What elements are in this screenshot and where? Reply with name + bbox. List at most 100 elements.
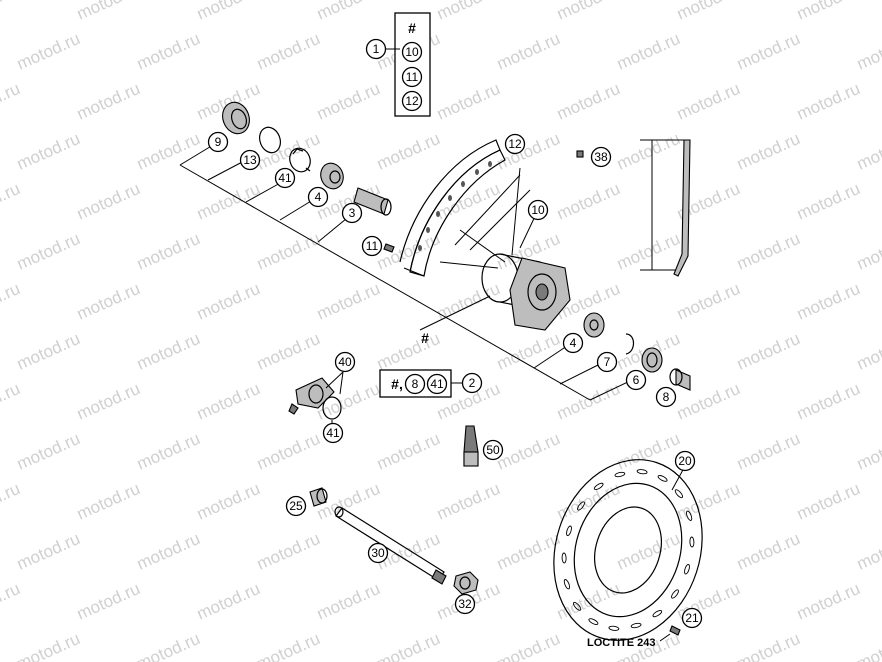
part-hub: [481, 253, 571, 331]
callout-part-13-number: 13: [243, 153, 257, 167]
hub-kit-hash-label: #: [421, 330, 429, 346]
part-bearing-4-right: [583, 312, 605, 338]
watermark-text: motod.ru: [734, 429, 803, 474]
disc-slot: [563, 579, 570, 590]
callout-kit2-item-41-number: 41: [430, 377, 444, 391]
disc-slot: [614, 471, 626, 478]
callout-kit-item-12-number: 12: [405, 94, 419, 108]
watermark-text: motod.ru: [194, 379, 263, 424]
watermark-text: motod.ru: [14, 229, 83, 274]
callout-part-12: 12: [504, 133, 526, 155]
watermark-text: motod.ru: [554, 179, 623, 224]
callout-part-20: 20: [674, 450, 696, 472]
watermark-text: motod.ru: [794, 79, 863, 124]
watermark-text: motod.ru: [614, 529, 683, 574]
callout-part-4: 4: [307, 186, 329, 208]
watermark-text: motod.ru: [134, 329, 203, 374]
part-disc-bolt-21: [669, 625, 681, 636]
callout-part-25-number: 25: [289, 499, 303, 513]
watermark-text: motod.ru: [494, 529, 563, 574]
watermark-text: motod.ru: [614, 429, 683, 474]
watermark-text: motod.ru: [14, 329, 83, 374]
callout-part-50-number: 50: [486, 443, 500, 457]
watermark-text: motod.ru: [14, 629, 83, 662]
watermark-text: motod.ru: [854, 329, 882, 374]
watermark-text: motod.ru: [194, 579, 263, 624]
watermark-text: motod.ru: [854, 229, 882, 274]
part-brake-disc-20: [553, 459, 703, 641]
watermark-text: motod.ru: [494, 629, 563, 662]
watermark-text: motod.ru: [254, 429, 323, 474]
watermark-text: motod.ru: [254, 129, 323, 174]
watermark-text: motod.ru: [434, 0, 503, 24]
watermark-text: motod.ru: [194, 0, 263, 24]
part-nipple-11: [383, 243, 395, 253]
part-axle-30: [334, 506, 447, 585]
part-seal-9: [222, 101, 250, 135]
watermark-text: motod.ru: [554, 0, 623, 24]
disc-slot: [674, 489, 684, 499]
disc-slot: [561, 552, 567, 564]
disc-slot: [566, 525, 572, 537]
part-axle-nut-32: [453, 571, 479, 595]
watermark-text: motod.ru: [254, 29, 323, 74]
watermark-text: motod.ru: [794, 479, 863, 524]
watermark-text: motod.ru: [854, 29, 882, 74]
callout-part-20-number: 20: [678, 454, 692, 468]
part-ring-41-lower: [322, 396, 342, 420]
watermark-text: motod.ru: [134, 629, 203, 662]
callout-part-8: 8: [655, 386, 677, 408]
callout-part-11: 11: [361, 235, 383, 257]
watermark-text: motod.ru: [674, 479, 743, 524]
watermark-text: motod.ru: [734, 529, 803, 574]
part-speedo-ring-41: [289, 147, 311, 173]
watermark-text: motod.ru: [0, 179, 23, 224]
watermark-text: motod.ru: [74, 0, 143, 24]
disc-slot: [588, 618, 599, 625]
watermark-text: motod.ru: [434, 179, 503, 224]
watermark-text: motod.ru: [554, 79, 623, 124]
watermark-text: motod.ru: [194, 179, 263, 224]
callout-part-7: 7: [596, 351, 618, 373]
callout-part-4-number: 4: [315, 190, 322, 204]
watermark-text: motod.ru: [614, 129, 683, 174]
watermark-text: motod.ru: [194, 479, 263, 524]
watermark-text: motod.ru: [734, 329, 803, 374]
watermark-text: motod.ru: [134, 129, 203, 174]
watermark-text: motod.ru: [854, 529, 882, 574]
callout-kit-2: 2: [461, 372, 483, 394]
watermark-text: motod.ru: [14, 29, 83, 74]
part-loctite-bottle-50: [463, 425, 479, 467]
watermark-text: motod.ru: [494, 429, 563, 474]
disc-slot: [684, 563, 690, 575]
kit-box-header: #: [408, 20, 416, 36]
watermark-text: motod.ru: [314, 0, 383, 24]
watermark-text: motod.ru: [614, 229, 683, 274]
callout-part-21: 21: [681, 607, 703, 629]
callout-part-3-number: 3: [349, 206, 356, 220]
watermark-text: motod.ru: [254, 629, 323, 662]
watermark-text: motod.ru: [254, 329, 323, 374]
watermark-text: motod.ru: [854, 629, 882, 662]
callout-part-10-number: 10: [531, 203, 545, 217]
watermark-text: motod.ru: [434, 479, 503, 524]
watermark-text: motod.ru: [314, 579, 383, 624]
disc-slot: [636, 469, 648, 475]
callout-kit2-item-41: 41: [426, 373, 448, 395]
watermark-text: motod.ru: [374, 129, 443, 174]
callout-part-6-number: 6: [633, 373, 640, 387]
callout-part-38: 38: [590, 146, 612, 168]
watermark-text: motod.ru: [74, 579, 143, 624]
watermark-text: motod.ru: [0, 279, 23, 324]
disc-slot: [630, 622, 642, 629]
disc-slot: [572, 601, 582, 611]
watermark-text: motod.ru: [74, 279, 143, 324]
callout-part-50: 50: [482, 439, 504, 461]
watermark-text: motod.ru: [0, 79, 23, 124]
watermark-text: motod.ru: [794, 279, 863, 324]
callout-part-30: 30: [367, 542, 389, 564]
watermark-text: motod.ru: [794, 0, 863, 24]
callout-part-11-number: 11: [366, 239, 379, 253]
